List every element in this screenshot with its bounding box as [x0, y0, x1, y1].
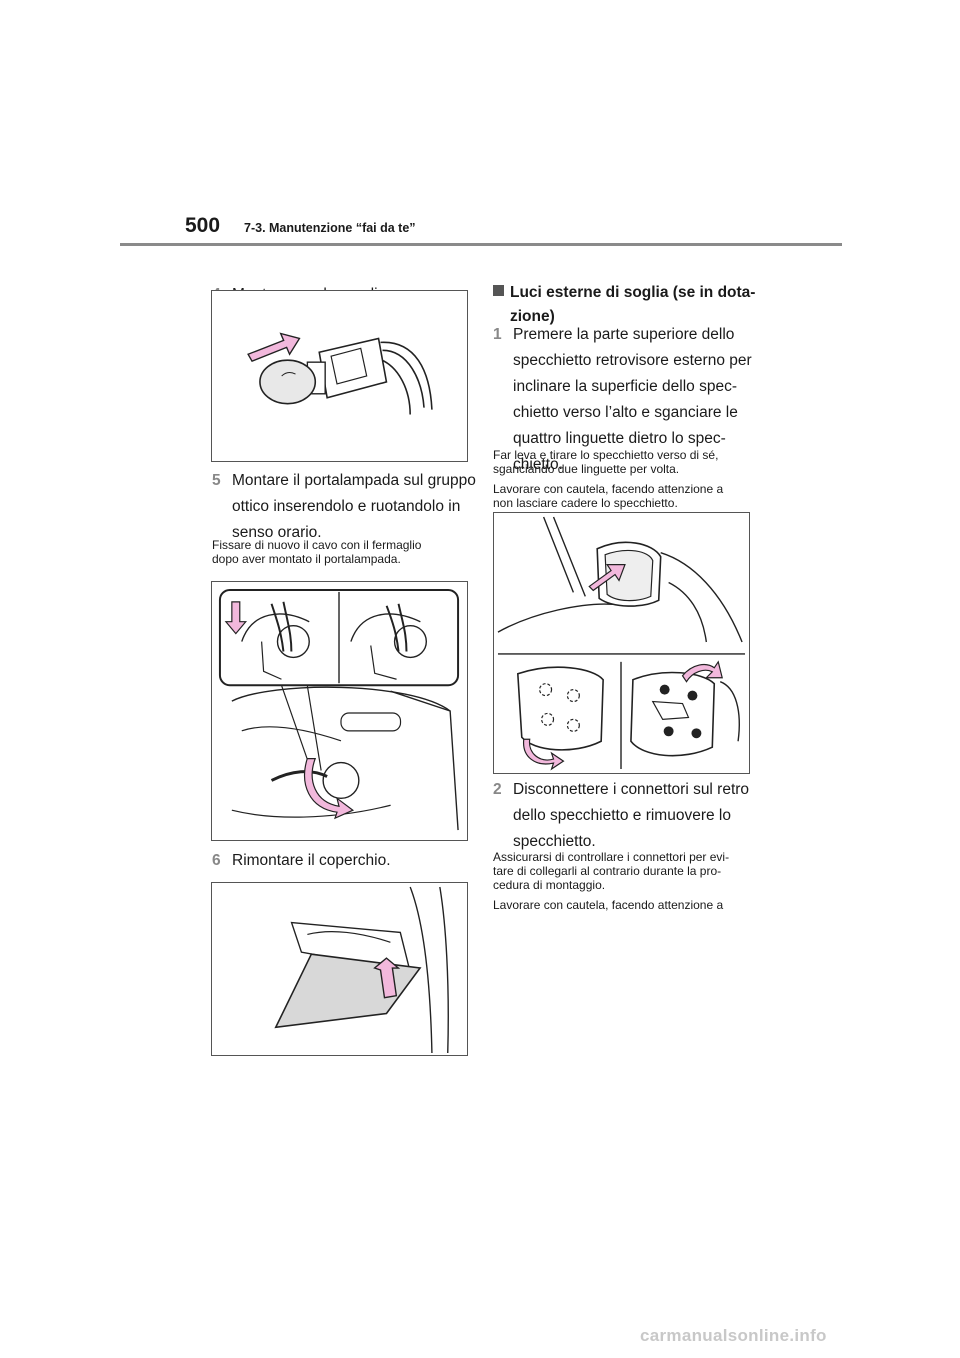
note-line: Fissare di nuovo il cavo con il fermagli…	[212, 538, 422, 552]
note-line: Lavorare con cautela, facendo attenzione…	[493, 482, 724, 496]
step-number: 6	[212, 852, 221, 869]
step-number: 1	[493, 326, 502, 343]
step-number: 5	[212, 472, 221, 489]
note-step-1b: Lavorare con cautela, facendo attenzione…	[493, 482, 758, 510]
step-line: dello specchietto e rimuovere lo	[513, 807, 731, 824]
step-6: 6 Rimontare il coperchio.	[212, 848, 472, 874]
note-step-5: Fissare di nuovo il cavo con il fermagli…	[212, 538, 472, 566]
press-arrow	[588, 564, 626, 592]
note-line: tare di collegarli al contrario durante …	[493, 864, 722, 878]
step-line: ottico inserendolo e ruotandolo in	[232, 498, 461, 515]
note-line: dopo aver montato il portalampada.	[212, 552, 401, 566]
step-line: Disconnettere i connettori sul retro	[513, 781, 750, 798]
note-line: Assicurarsi di controllare i connettori …	[493, 850, 730, 864]
bulb-illustration	[247, 332, 433, 415]
note-line: non lasciare cadere lo specchietto.	[493, 496, 678, 510]
figure-lamp-holder-install	[211, 581, 468, 841]
note-line: sganciando due linguette per volta.	[493, 462, 680, 476]
header-rule	[120, 243, 842, 246]
step-number: 2	[493, 781, 502, 798]
step-line: inclinare la superficie dello spec-	[513, 378, 738, 395]
section-title: 7-3. Manutenzione “fai da te”	[244, 221, 416, 235]
note-line: Far leva e tirare lo specchietto verso d…	[493, 448, 719, 462]
down-arrow	[224, 601, 248, 635]
step-text: Rimontare il coperchio.	[232, 852, 391, 869]
section-heading: Luci esterne di soglia (se in dota- zion…	[493, 281, 763, 329]
note-step-2b: Lavorare con cautela, facendo attenzione…	[493, 898, 758, 912]
cover-illustration	[274, 886, 449, 1054]
pull-arrow	[523, 738, 565, 771]
step-line: specchietto retrovisore esterno per	[513, 352, 752, 369]
push-arrow	[373, 957, 401, 999]
step-1: 1 Premere la parte superiore dello specc…	[493, 322, 768, 478]
figure-mirror-removal	[493, 512, 750, 774]
note-step-2a: Assicurarsi di controllare i connettori …	[493, 850, 758, 892]
rotate-arrow	[304, 758, 355, 820]
figure-bulb-insert	[211, 290, 468, 462]
heading-line: zione)	[510, 308, 555, 325]
heading-square-icon	[493, 285, 504, 296]
step-line: Montare il portalampada sul gruppo	[232, 472, 476, 489]
mirror-illustration	[497, 516, 746, 771]
watermark: carmanualsonline.info	[640, 1326, 827, 1345]
step-line: senso orario.	[232, 524, 322, 541]
note-step-1a: Far leva e tirare lo specchietto verso d…	[493, 448, 758, 476]
note-line: cedura di montaggio.	[493, 878, 606, 892]
step-line: specchietto.	[513, 833, 596, 850]
lamp-holder-illustration	[218, 588, 460, 831]
step-2: 2 Disconnettere i connettori sul retro d…	[493, 777, 768, 855]
heading-line: Luci esterne di soglia (se in dota-	[510, 284, 756, 301]
step-line: Premere la parte superiore dello	[513, 326, 735, 343]
step-line: chietto.	[513, 456, 563, 473]
step-line: chietto verso l’alto e sganciare le	[513, 404, 738, 421]
direction-arrow	[247, 332, 301, 363]
step-5: 5 Montare il portalampada sul gruppo ott…	[212, 468, 482, 546]
tab-release-arrow	[681, 660, 723, 683]
page-number: 500	[185, 214, 221, 237]
step-line: quattro linguette dietro lo spec-	[513, 430, 726, 447]
figure-cover-refit	[211, 882, 468, 1056]
note-line: Lavorare con cautela, facendo attenzione…	[493, 898, 724, 912]
